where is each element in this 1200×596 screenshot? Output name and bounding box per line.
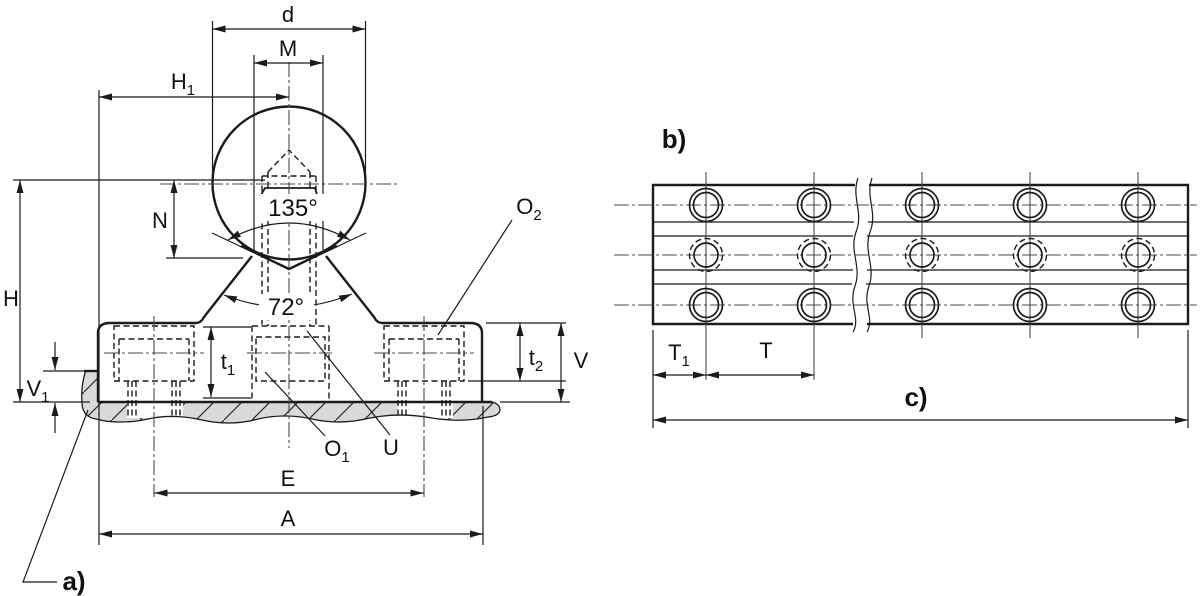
bolt-gap-right — [397, 403, 453, 418]
dim-label-t2: t2 — [529, 345, 543, 375]
centerlines-view-a — [104, 62, 474, 497]
dim-v1: V1 — [26, 342, 86, 433]
leader-o2: O2 — [437, 194, 542, 336]
hole-row-top — [688, 187, 1156, 223]
dim-h1: H1 — [98, 69, 289, 545]
label-o1: O1 — [324, 436, 349, 466]
view-b-top-view: b) — [614, 124, 1197, 428]
dim-t-rail: T — [706, 338, 814, 379]
dim-a: A — [99, 406, 484, 545]
dim-t1-rail: T1 — [652, 330, 706, 428]
rail-outline-right — [867, 183, 1190, 326]
dim-angle-135: 135° — [211, 194, 367, 250]
dim-label-e: E — [281, 466, 296, 491]
dim-label-d: d — [282, 2, 294, 27]
hole-row-bottom — [688, 287, 1156, 323]
dim-label-h1: H1 — [171, 69, 195, 99]
dim-label-v1: V1 — [26, 376, 49, 406]
dim-t1: t1 — [203, 326, 251, 399]
dim-label-rail-c: c) — [904, 382, 927, 412]
leader-o1: O1 — [264, 371, 350, 466]
dim-c-rail: c) — [653, 330, 1189, 428]
view-a-cross-section: d M H1 N H — [3, 2, 589, 596]
rail-edge-lines — [653, 221, 1188, 285]
dim-v: V — [500, 323, 589, 403]
dim-label-a: A — [281, 506, 296, 531]
label-o2: O2 — [516, 194, 541, 224]
angle-label-72: 72° — [268, 294, 304, 321]
dim-label-v: V — [574, 348, 589, 373]
leader-u: U — [306, 330, 399, 460]
dim-label-rail-t1: T1 — [668, 340, 690, 370]
view-a-caption-group: a) — [22, 409, 89, 596]
dim-e: E — [154, 466, 424, 497]
dim-label-n: N — [152, 208, 168, 233]
rail-holes — [688, 187, 1156, 323]
dim-d: d — [211, 2, 367, 180]
ground-plate-hatch — [81, 369, 501, 424]
dim-label-h: H — [3, 286, 19, 311]
dim-label-m: M — [279, 36, 297, 61]
center-thread-hidden — [251, 148, 330, 402]
dim-n: N — [13, 179, 265, 259]
angle-label-135: 135° — [268, 195, 318, 222]
bolt-gap-left — [127, 403, 183, 418]
dim-t2: t2 — [468, 322, 566, 382]
label-u: U — [383, 435, 399, 460]
view-b-caption: b) — [662, 124, 687, 154]
view-a-caption: a) — [62, 566, 85, 596]
dim-label-t1: t1 — [221, 349, 235, 379]
column-centerlines — [705, 172, 1139, 380]
dim-h: H — [3, 180, 90, 403]
hole-row-middle-hidden — [688, 237, 1156, 273]
dim-angle-72: 72° — [223, 293, 353, 321]
dim-label-rail-t: T — [759, 338, 772, 363]
